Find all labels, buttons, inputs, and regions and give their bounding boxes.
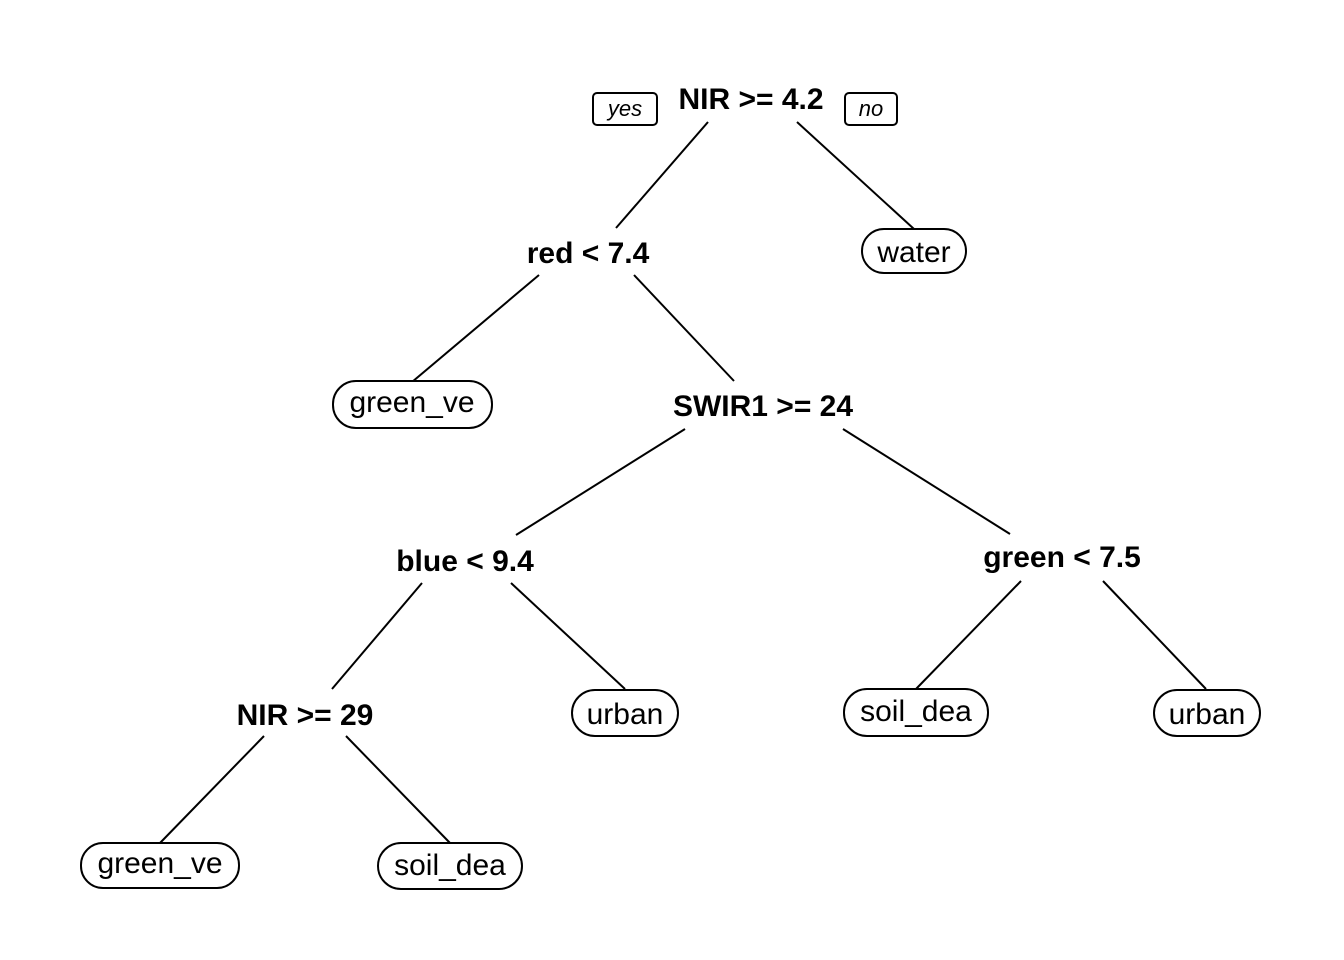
no-label-box — [844, 92, 898, 126]
leaf-node-soil-dea-2: soil_dea — [377, 842, 523, 890]
edge-nir29-to-soil-dea — [345, 735, 451, 844]
yes-branch-label: yes — [592, 92, 658, 126]
leaf-label-urban-1: urban — [587, 698, 664, 731]
leaf-node-green-ve-2: green_ve — [80, 842, 240, 889]
leaf-node-soil-dea-1: soil_dea — [843, 688, 989, 737]
leaf-box-water — [861, 228, 967, 274]
split-node-nir29: NIR >= 29 — [237, 699, 374, 732]
split-nodes: NIR >= 4.2 red < 7.4 SWIR1 >= 24 blue < … — [237, 83, 1141, 732]
leaf-label-soil-dea-2: soil_dea — [394, 849, 506, 882]
no-label-text: no — [859, 96, 883, 121]
no-branch-label: no — [844, 92, 898, 126]
leaf-label-urban-2: urban — [1169, 698, 1246, 731]
leaf-box-urban-2 — [1153, 689, 1261, 737]
edge-red-to-green-ve — [411, 274, 540, 383]
split-node-root: NIR >= 4.2 — [678, 83, 823, 116]
leaf-node-urban-1: urban — [571, 689, 679, 737]
edge-red-to-swir1 — [633, 274, 735, 382]
leaf-box-soil-dea-1 — [843, 688, 989, 737]
edge-swir1-to-green — [842, 428, 1011, 535]
leaf-node-green-ve-1: green_ve — [332, 380, 493, 429]
leaf-label-green-ve-2: green_ve — [97, 847, 222, 880]
edge-green-to-soil-dea — [915, 580, 1022, 690]
split-node-swir1: SWIR1 >= 24 — [673, 390, 853, 423]
split-node-red: red < 7.4 — [527, 237, 650, 270]
leaf-label-green-ve-1: green_ve — [349, 386, 474, 419]
leaf-node-water: water — [861, 228, 967, 274]
tree-edges — [159, 121, 1207, 844]
edge-blue-to-urban — [510, 582, 626, 690]
edge-swir1-to-blue — [515, 428, 686, 536]
split-node-blue: blue < 9.4 — [396, 545, 534, 578]
leaf-box-soil-dea-2 — [377, 842, 523, 890]
leaf-label-water: water — [876, 236, 950, 269]
leaf-label-soil-dea-1: soil_dea — [860, 695, 972, 728]
edge-nir29-to-green-ve — [159, 735, 265, 844]
leaf-box-green-ve-1 — [332, 380, 493, 429]
leaf-box-green-ve-2 — [80, 842, 240, 889]
split-node-green: green < 7.5 — [983, 541, 1141, 574]
edge-root-to-water — [796, 121, 915, 230]
edge-blue-to-nir29 — [331, 582, 423, 690]
edge-green-to-urban — [1102, 580, 1207, 690]
leaf-box-urban-1 — [571, 689, 679, 737]
edge-root-to-red — [615, 121, 709, 229]
yes-label-text: yes — [606, 96, 642, 121]
leaf-node-urban-2: urban — [1153, 689, 1261, 737]
yes-label-box — [592, 92, 658, 126]
